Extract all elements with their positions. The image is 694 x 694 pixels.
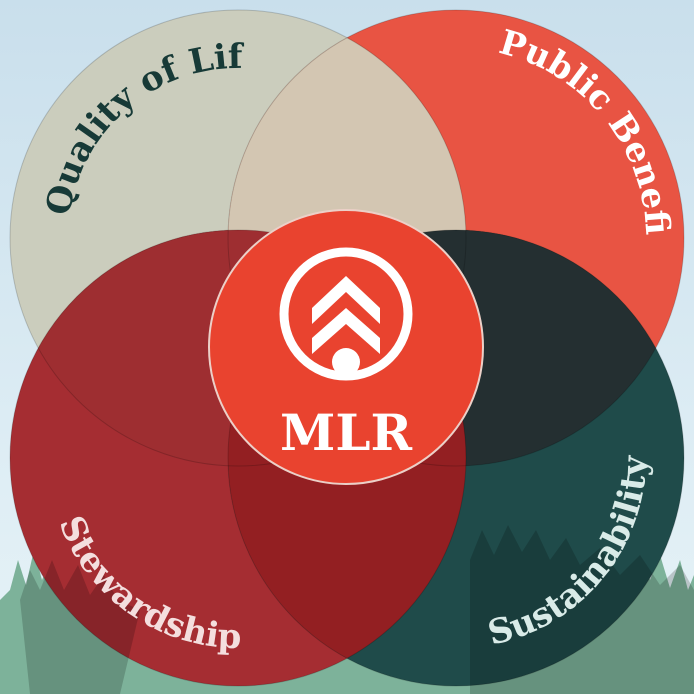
- forest-overlay: [20, 525, 694, 694]
- chevron-up-logo-icon: [279, 247, 413, 381]
- center-circle: [208, 209, 484, 485]
- petal-outlines: [9, 9, 685, 687]
- center-label: MLR: [280, 403, 413, 462]
